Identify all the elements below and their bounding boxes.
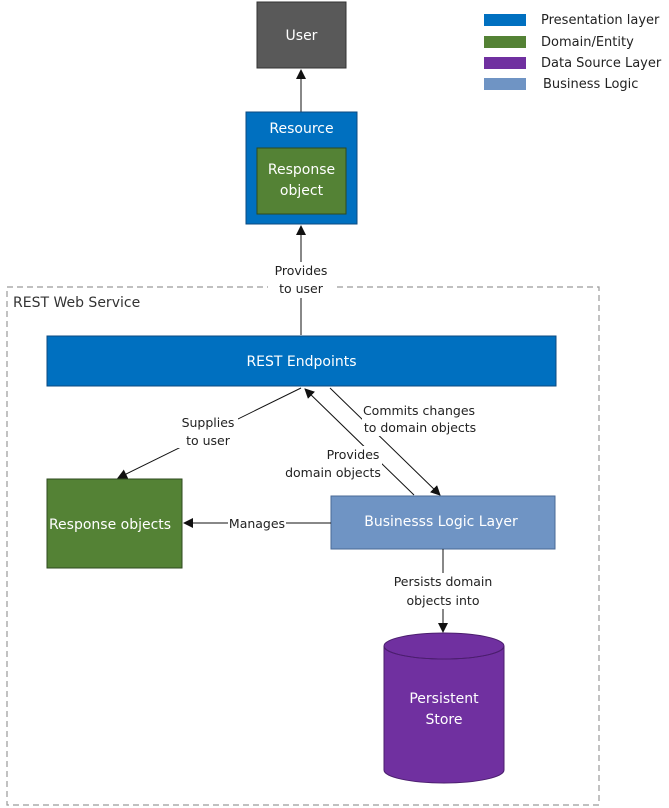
edge-endpoints-to-business-logic — [329, 387, 441, 496]
edge-label-provides-domain-line1: Provides — [327, 447, 380, 462]
persistent-store-label-line1: Persistent — [409, 691, 479, 707]
edge-label-supplies-line1: Supplies — [182, 415, 235, 430]
rest-endpoints-box — [46, 335, 557, 387]
edge-label-bg-supplies — [178, 414, 238, 448]
edge-label-commits-line1: Commits changes — [363, 403, 475, 418]
persistent-store-rim — [383, 645, 505, 660]
edge-label-bg-provides-domain — [282, 446, 382, 480]
user-box — [256, 1, 347, 69]
edge-label-bg-persists — [392, 573, 494, 609]
frame-title: REST Web Service — [13, 295, 140, 311]
persistent-store-cylinder — [383, 632, 505, 784]
edge-label-persists-line2: objects into — [407, 593, 480, 608]
user-label: User — [286, 28, 318, 44]
edge-label-supplies-line2: to user — [186, 433, 231, 448]
legend-label-domain: Domain/Entity — [541, 35, 634, 50]
edge-label-provides-domain-line2: domain objects — [285, 465, 381, 480]
legend-label-datasource: Data Source Layer — [541, 56, 662, 71]
edge-business-logic-to-endpoints — [304, 388, 415, 496]
response-object-label-line1: Response — [268, 162, 335, 178]
response-objects-box — [46, 478, 183, 569]
edge-label-provides-to-user-line2: to user — [279, 281, 324, 296]
legend-swatch-presentation — [484, 14, 526, 26]
legend-label-business: Business Logic — [543, 77, 638, 92]
edge-label-manages: Manages — [229, 516, 285, 531]
legend-swatch-domain — [484, 36, 526, 48]
resource-label: Resource — [269, 121, 333, 137]
edge-label-bg-provides-to-user — [268, 262, 334, 298]
edge-label-bg-manages — [228, 515, 286, 532]
response-objects-label: Response objects — [49, 517, 171, 533]
edge-label-provides-to-user-line1: Provides — [275, 263, 328, 278]
edge-label-persists-line1: Persists domain — [394, 574, 493, 589]
edge-label-bg-commits — [362, 402, 476, 436]
response-object-box — [256, 147, 347, 215]
persistent-store-label-line2: Store — [425, 712, 462, 728]
response-object-label-line2: object — [280, 183, 324, 199]
edge-label-commits-line2: to domain objects — [364, 420, 476, 435]
legend-swatch-datasource — [484, 57, 526, 69]
legend: Presentation layer Domain/Entity Data So… — [484, 13, 662, 92]
business-logic-layer-label: Businesss Logic Layer — [364, 514, 518, 530]
legend-label-presentation: Presentation layer — [541, 13, 660, 28]
rest-endpoints-label: REST Endpoints — [246, 354, 356, 370]
persistent-store-body — [383, 646, 505, 784]
legend-swatch-business — [484, 78, 526, 90]
